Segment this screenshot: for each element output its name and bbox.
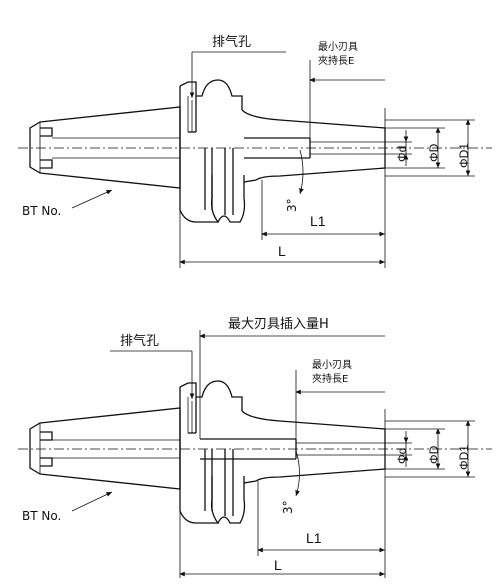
phi-d-label: Φd xyxy=(395,146,409,162)
l-label: L xyxy=(278,243,286,259)
min-clamp-label: 最小刃具 xyxy=(312,359,352,371)
l1-label: L1 xyxy=(306,530,322,546)
max-insert-label: 最大刃具插入量H xyxy=(228,317,329,332)
angle-label: 3° xyxy=(285,198,299,212)
phi-D1-label: ΦD1 xyxy=(457,445,471,470)
collet-nose xyxy=(241,109,386,183)
angle-label: 3° xyxy=(281,500,295,514)
diagram-1: Φd ΦD ΦD1 3° L1 L 排气孔 最小刃具 夾持長E BT No. xyxy=(18,34,492,268)
taper-shank xyxy=(29,407,181,490)
l-label: L xyxy=(274,557,282,573)
bt-no-label: BT No. xyxy=(22,204,61,218)
vent-hole-label: 排气孔 xyxy=(120,333,159,349)
phi-D-label: ΦD xyxy=(427,143,441,162)
phi-d-label: Φd xyxy=(395,448,409,464)
min-clamp-label-2: 夾持長E xyxy=(312,372,348,385)
min-clamp-label-2: 夾持長E xyxy=(318,54,354,67)
min-clamp-label: 最小刃具 xyxy=(318,41,358,53)
bt-no-label: BT No. xyxy=(22,509,61,523)
phi-D1-label: ΦD1 xyxy=(457,143,471,168)
flange-upper xyxy=(179,79,243,110)
phi-D-label: ΦD xyxy=(427,445,441,464)
vent-hole-label: 排气孔 xyxy=(212,34,251,50)
collet-nose xyxy=(241,410,386,484)
l1-label: L1 xyxy=(310,213,326,229)
diagram-2: Φd ΦD ΦD1 最大刃具插入量H 最小刃具 夾持長E 3° L1 L 排气孔… xyxy=(18,317,492,578)
flange-upper xyxy=(179,380,243,411)
taper-shank xyxy=(29,106,181,189)
